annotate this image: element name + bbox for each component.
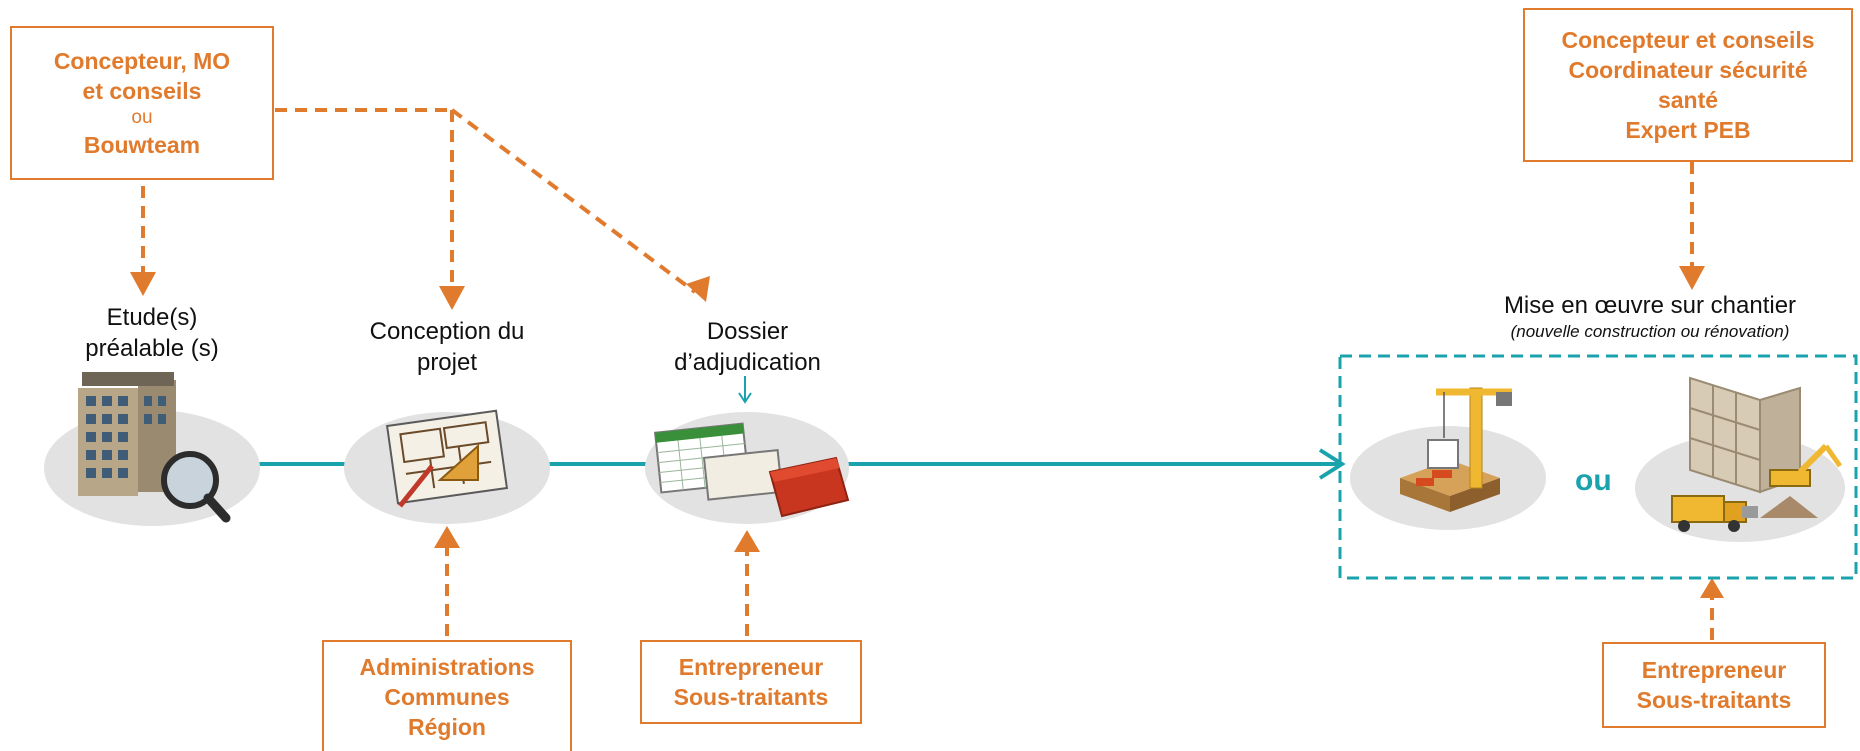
box-line-or: ou: [131, 107, 153, 128]
box-line: Entrepreneur: [678, 654, 824, 680]
stage-line: projet: [416, 349, 478, 376]
blueprint-icon: [385, 409, 509, 508]
box-line: Bouwteam: [83, 132, 201, 158]
box-line: Concepteur et conseils: [1561, 27, 1815, 53]
box-line: Concepteur, MO: [53, 48, 231, 74]
stage-etude-label: Etude(s) préalable (s): [62, 302, 242, 364]
stage-caption: (nouvelle construction ou rénovation): [1510, 322, 1790, 341]
renovation-excavator-icon: [1671, 376, 1843, 532]
building-magnifier-icon: [78, 372, 231, 523]
or-label: ou: [1575, 464, 1612, 497]
stage-line: Conception du: [369, 318, 525, 345]
documents-folder-icon: [654, 422, 850, 518]
timeline-arrowhead: [1318, 448, 1346, 480]
arrow-to-dossier: [450, 108, 697, 294]
box-line: santé: [1657, 87, 1719, 113]
box-line: Administrations: [359, 653, 535, 680]
stage-conception-label: Conception du projet: [347, 316, 547, 378]
stage-line: Etude(s): [106, 304, 198, 331]
box-concepteur-coordinateur-peb: Concepteur et conseils Coordinateur sécu…: [1523, 8, 1853, 162]
stage-line: préalable (s): [85, 335, 219, 362]
stage-line: Dossier: [706, 318, 789, 345]
box-line: Région: [408, 713, 486, 740]
chantier-frame: [1338, 354, 1858, 580]
box-line: Expert PEB: [1625, 117, 1751, 143]
stage-chantier-label: Mise en œuvre sur chantier (nouvelle con…: [1440, 290, 1860, 343]
stage-line: Mise en œuvre sur chantier: [1503, 292, 1797, 319]
stage-line: d’adjudication: [674, 349, 821, 376]
box-line: Sous-traitants: [673, 684, 829, 710]
box-line: et conseils: [82, 78, 202, 104]
box-line: Communes: [384, 683, 510, 710]
box-concepteur-mo-bouwteam: Concepteur, MO et conseils ou Bouwteam: [10, 26, 274, 180]
box-administrations: Administrations Communes Région: [322, 640, 572, 751]
stage-dossier-label: Dossier d’adjudication: [640, 316, 855, 378]
box-line: Sous-traitants: [1636, 687, 1792, 713]
box-entrepreneur-mid: Entrepreneur Sous-traitants: [640, 640, 862, 724]
box-line: Coordinateur sécurité: [1568, 57, 1808, 83]
box-entrepreneur-right: Entrepreneur Sous-traitants: [1602, 642, 1826, 728]
crane-construction-icon: [1400, 387, 1512, 512]
box-line: Entrepreneur: [1641, 657, 1787, 683]
